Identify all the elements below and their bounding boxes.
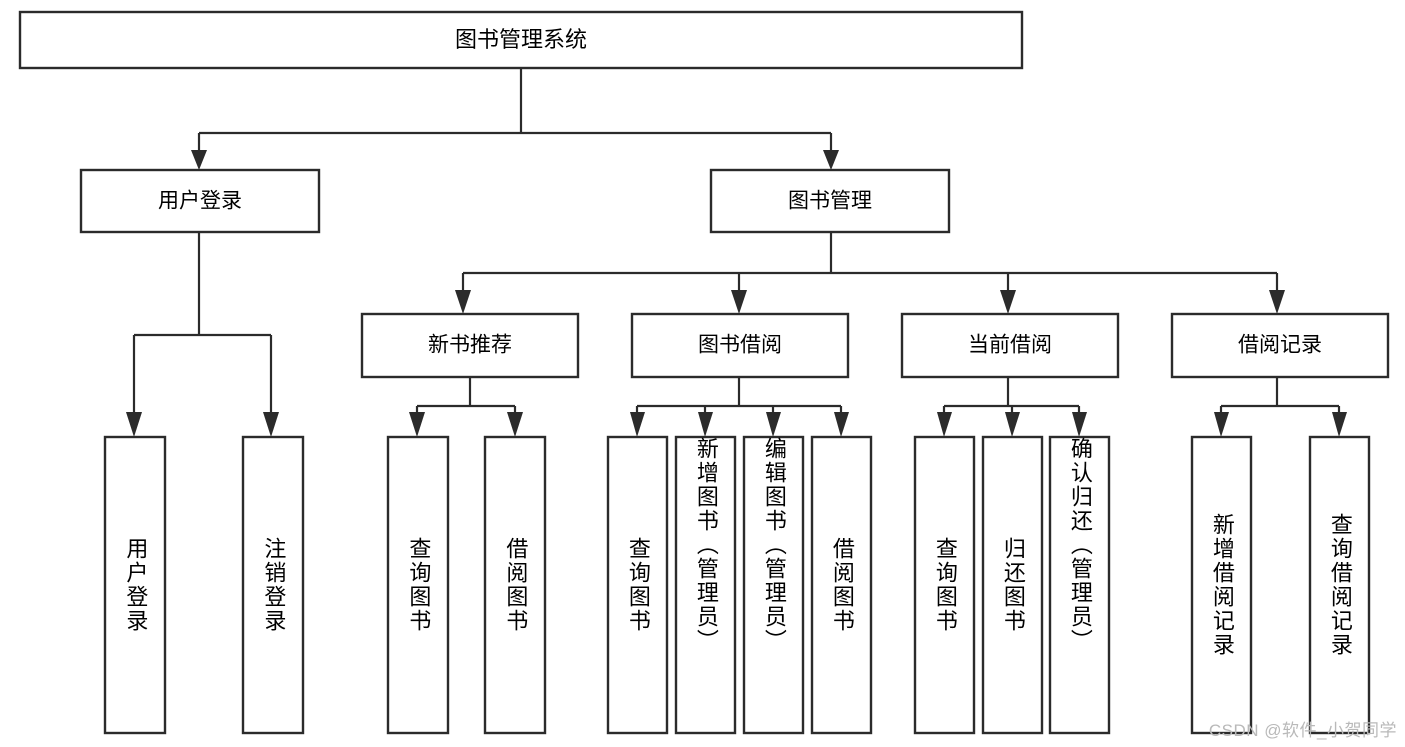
node-root-box[interactable] (18, 10, 1024, 70)
connector-group (126, 68, 1347, 437)
node-book-management-label: 图书管理 (788, 190, 872, 213)
leaf-box-borrow-book-rec[interactable] (483, 435, 547, 735)
arrow-ul-to-leaf1 (126, 412, 142, 437)
arrow-bm-to-new-book (455, 290, 471, 314)
leaf-box-query-book-borrow[interactable] (606, 435, 669, 735)
node-current-borrow-box[interactable] (900, 312, 1120, 379)
node-user-login[interactable]: 用户登录 (79, 168, 321, 234)
node-user-login-label: 用户登录 (158, 190, 242, 213)
node-new-book-recommend-label: 新书推荐 (428, 334, 512, 357)
node-borrow-record-box[interactable] (1170, 312, 1390, 379)
leaf-box-group (103, 435, 1371, 735)
leaf-box-add-borrow-record[interactable] (1190, 435, 1253, 735)
leaf-box-edit-book-admin[interactable] (742, 435, 805, 735)
node-book-borrow-box[interactable] (630, 312, 850, 379)
node-current-borrow-label: 当前借阅 (968, 334, 1052, 357)
arrow-bb-to-leaf1 (630, 412, 645, 437)
node-new-book-recommend[interactable]: 新书推荐 (360, 312, 580, 379)
leaf-box-query-borrow-record[interactable] (1308, 435, 1371, 735)
watermark-text: CSDN @软件_小贺同学 (1208, 721, 1397, 740)
node-book-borrow[interactable]: 图书借阅 (630, 312, 850, 379)
arrow-nb-to-leaf1 (409, 412, 425, 437)
node-borrow-record-label: 借阅记录 (1238, 334, 1322, 357)
arrow-root-to-user-login (191, 150, 207, 170)
leaf-box-query-book-current[interactable] (913, 435, 976, 735)
arrow-br-to-leaf2 (1332, 412, 1347, 437)
arrow-cb-to-leaf1 (937, 412, 952, 437)
node-user-login-box[interactable] (79, 168, 321, 234)
node-book-management-box[interactable] (709, 168, 951, 234)
arrow-nb-to-leaf2 (507, 412, 523, 437)
node-borrow-record[interactable]: 借阅记录 (1170, 312, 1390, 379)
node-new-book-recommend-box[interactable] (360, 312, 580, 379)
node-current-borrow[interactable]: 当前借阅 (900, 312, 1120, 379)
arrow-ul-to-leaf2 (263, 412, 279, 437)
node-book-management[interactable]: 图书管理 (709, 168, 951, 234)
leaf-box-return-book[interactable] (981, 435, 1044, 735)
node-book-borrow-label: 图书借阅 (698, 334, 782, 357)
leaf-box-user-login[interactable] (103, 435, 167, 735)
leaf-box-confirm-return-admin[interactable] (1048, 435, 1111, 735)
arrow-bb-to-leaf2 (698, 412, 713, 437)
arrow-bm-to-book-borrow (731, 290, 747, 314)
arrow-cb-to-leaf2 (1005, 412, 1020, 437)
node-root[interactable]: 图书管理系统 (18, 10, 1024, 70)
arrow-bb-to-leaf4 (834, 412, 849, 437)
arrow-bb-to-leaf3 (766, 412, 781, 437)
node-root-label: 图书管理系统 (455, 27, 587, 52)
arrow-root-to-book-management (823, 150, 839, 170)
arrow-cb-to-leaf3 (1072, 412, 1087, 437)
leaf-box-query-book-rec[interactable] (386, 435, 450, 735)
arrow-br-to-leaf1 (1214, 412, 1229, 437)
arrow-bm-to-borrow-record (1269, 290, 1285, 314)
arrow-bm-to-current-borrow (1000, 290, 1016, 314)
leaf-box-logout[interactable] (241, 435, 305, 735)
leaf-box-borrow-book[interactable] (810, 435, 873, 735)
leaf-box-add-book-admin[interactable] (674, 435, 737, 735)
